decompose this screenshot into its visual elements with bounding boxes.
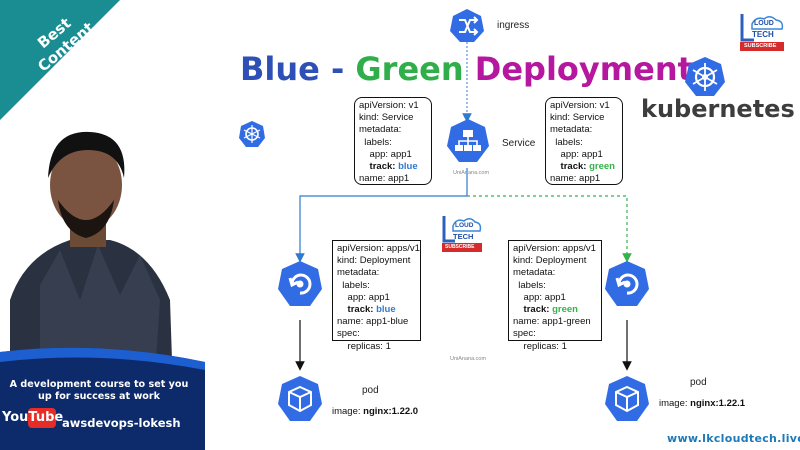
yaml-line: apiVersion: v1 [550,100,610,111]
ingress-label: ingress [497,20,530,31]
yaml-line: apiVersion: apps/v1 [513,243,596,254]
yaml-track-key: track: [513,304,553,316]
pod-right-image-prefix: image: [659,398,691,409]
service-icon [447,119,489,162]
yaml-track-green: green [552,304,578,316]
yaml-line: labels: [337,279,370,291]
youtube-you: You [2,410,29,425]
title-dash: - [319,50,356,88]
yaml-track-green: green [589,161,615,173]
kubernetes-wordmark: kubernetes [641,95,795,123]
green-deployment-yaml: apiVersion: apps/v1 kind: Deployment met… [508,240,602,352]
watermark-top: UniAnana.com [453,170,490,176]
cloud-icon [740,14,784,51]
pod-left-image-prefix: image: [332,406,364,417]
lkcloudtech-logo-mid[interactable]: LOUD TECH SUBSCRIBE [440,213,484,253]
logo-mid-line2: TECH [453,232,474,241]
logo-mid-line1: LOUD [455,222,474,229]
yaml-line: replicas: 1 [513,340,567,352]
yaml-line: spec: [337,328,360,340]
pod-right-image: image: nginx:1.22.1 [659,398,745,409]
green-deployment-icon [605,261,649,306]
blue-pod-icon [278,376,322,421]
yaml-track-key: track: [550,161,590,173]
promo-background [0,0,205,450]
page-title: Blue - Green Deployment [240,50,693,88]
service-to-blue-line [295,168,468,263]
title-deployment: Deployment [463,50,693,88]
yaml-line: kind: Deployment [513,255,587,267]
yaml-line: labels: [550,136,583,148]
logo-mid-subscribe: SUBSCRIBE [445,244,475,250]
yaml-line: labels: [359,136,392,148]
kubernetes-small-icon [239,121,265,147]
yaml-line: name: app1-blue [337,316,409,328]
title-green: Green [355,50,464,88]
yaml-line: metadata: [359,124,402,136]
kubernetes-logo-icon [685,57,725,96]
yaml-line: app: app1 [513,291,566,303]
logo-top-line1: LOUD [754,20,774,27]
yaml-line: apiVersion: v1 [359,100,419,111]
ingress-icon [450,9,484,42]
watermark-bottom: UniAnana.com [450,356,487,362]
youtube-tube: Tube [28,410,64,425]
yaml-track-key: track: [337,304,377,316]
youtube-logo[interactable]: YouTube [2,410,63,425]
blue-deployment-yaml: apiVersion: apps/v1 kind: Deployment met… [332,240,421,352]
course-tagline: A development course to set you up for s… [9,379,189,402]
yaml-line: kind: Deployment [337,255,411,267]
green-pod-icon [605,376,649,421]
pod-left-label: pod [362,385,379,396]
yaml-track-key: track: [359,161,399,173]
yaml-track-blue: blue [376,304,396,316]
yaml-line: metadata: [513,267,556,279]
yaml-line: labels: [513,279,546,291]
yaml-line: metadata: [337,267,380,279]
yaml-line: app: app1 [359,148,412,160]
yaml-line: app: app1 [550,148,603,160]
yaml-line: kind: Service [550,112,605,124]
yaml-line: apiVersion: apps/v1 [337,243,420,254]
website-url[interactable]: www.lkcloudtech.live [667,432,800,445]
logo-top-line2: TECH [752,30,774,39]
yaml-line: name: app1 [550,173,601,185]
yaml-line: app: app1 [337,291,390,303]
yaml-line: name: app1-green [513,316,591,328]
cloud-icon [442,216,482,252]
yaml-line: name: app1 [359,173,410,185]
yaml-line: kind: Service [359,112,414,124]
pod-left-image-value: nginx:1.22.0 [363,406,419,417]
yaml-line: replicas: 1 [337,340,391,352]
pod-right-label: pod [690,377,707,388]
yaml-line: metadata: [550,124,593,136]
service-label: Service [502,138,536,149]
blue-service-yaml: apiVersion: v1 kind: Service metadata: l… [354,97,432,185]
channel-handle[interactable]: awsdevops-lokesh [62,416,181,430]
pod-left-image: image: nginx:1.22.0 [332,406,418,417]
yaml-track-blue: blue [398,161,418,173]
green-service-yaml: apiVersion: v1 kind: Service metadata: l… [545,97,623,185]
pod-right-image-value: nginx:1.22.1 [690,398,746,409]
blue-deployment-icon [278,261,322,306]
logo-top-subscribe: SUBSCRIBE [744,43,777,49]
promo-panel: Best Content A development course to set… [0,0,205,450]
title-blue: Blue [240,50,320,88]
yaml-line: spec: [513,328,536,340]
lkcloudtech-logo-top[interactable]: LOUD TECH SUBSCRIBE [738,10,786,52]
